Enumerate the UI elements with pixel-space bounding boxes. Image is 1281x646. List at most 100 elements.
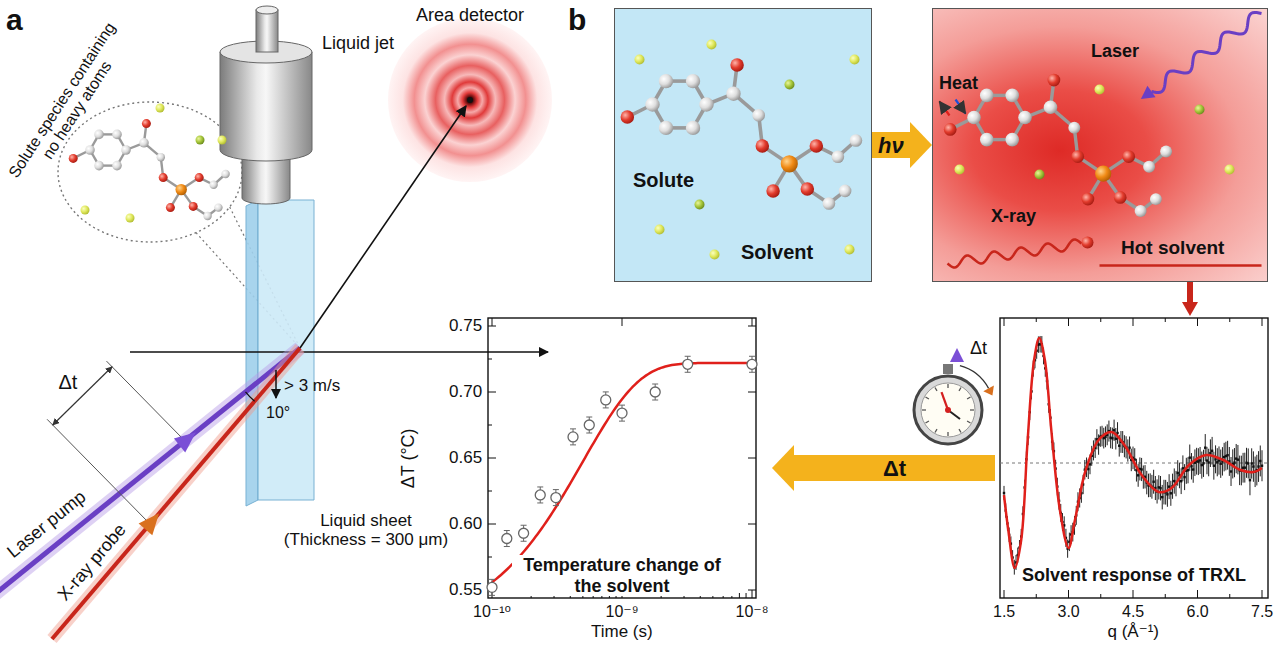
error-bar — [1224, 443, 1225, 472]
box-illustration-group — [940, 12, 1262, 267]
data-point — [1202, 462, 1204, 464]
solvent-ion — [710, 250, 720, 260]
tick-mark — [1100, 318, 1101, 322]
error-cap — [685, 372, 691, 373]
data-point — [487, 582, 497, 592]
error-bar — [1244, 453, 1245, 483]
box-label: Hot solvent — [1121, 237, 1224, 259]
error-bar — [1182, 455, 1183, 481]
error-cap — [619, 421, 625, 422]
edge-label: hν — [878, 133, 904, 158]
data-point — [551, 493, 561, 503]
tick-mark — [748, 524, 756, 525]
delay-label: Δt — [970, 338, 987, 359]
connector-head — [1182, 302, 1198, 316]
data-point — [1177, 472, 1179, 474]
error-cap — [489, 579, 495, 580]
connector-head — [910, 122, 932, 168]
solvent-ion — [955, 165, 965, 175]
tick-mark — [488, 392, 496, 393]
data-point — [1207, 461, 1209, 463]
solute-molecule — [621, 58, 863, 210]
atom — [944, 123, 957, 136]
stopwatch-tick — [959, 429, 961, 432]
plot-frame — [1000, 318, 1268, 598]
laser-wave — [1152, 12, 1262, 92]
error-cap — [537, 502, 543, 503]
tick-mark — [1100, 594, 1101, 598]
error-bar — [1191, 453, 1192, 479]
connector-arrow — [1182, 282, 1198, 316]
atom — [839, 185, 852, 198]
atom — [1005, 133, 1019, 147]
error-bar — [1158, 475, 1159, 499]
error-cap — [504, 546, 510, 547]
flow-arrow — [275, 370, 277, 398]
reference-axis — [130, 351, 548, 353]
error-bar — [1110, 427, 1111, 448]
solvent-ion — [218, 136, 227, 145]
error-bar — [1096, 429, 1097, 449]
stopwatch-tick — [925, 397, 928, 399]
tick-label: 10⁻⁸ — [736, 603, 769, 621]
atom — [699, 97, 713, 111]
error-bar — [1174, 468, 1175, 493]
data-point — [1118, 445, 1120, 447]
atom — [1122, 150, 1135, 163]
delay-guide — [106, 361, 185, 441]
stopwatch-tick — [922, 409, 926, 410]
stopwatch-tick — [947, 384, 948, 388]
scene-box: HeatLaserX-rayHot solvent — [932, 8, 1268, 282]
error-cap — [749, 372, 755, 373]
tick-mark — [1036, 318, 1037, 322]
error-bar — [1222, 447, 1223, 475]
data-point — [1173, 480, 1175, 482]
data-point — [1111, 437, 1113, 439]
connector-arrow — [772, 445, 995, 491]
atom — [139, 138, 149, 148]
data-point — [535, 490, 545, 500]
panel-letter: b — [568, 3, 586, 38]
data-point — [1089, 463, 1091, 465]
atom — [94, 130, 104, 140]
nozzle-cap-top — [256, 6, 278, 14]
atom — [209, 181, 217, 189]
error-cap — [619, 405, 625, 406]
connector-shaft — [872, 132, 910, 158]
box-label: Laser — [1091, 41, 1139, 62]
data-point — [584, 420, 594, 430]
data-point — [1180, 480, 1182, 482]
tick-label: 4.5 — [1122, 603, 1144, 621]
xray-glow — [52, 348, 300, 639]
error-bar — [1160, 476, 1161, 500]
stopwatch-tick — [970, 409, 974, 410]
error-cap — [553, 505, 559, 506]
atom — [781, 155, 798, 172]
data-point — [1233, 461, 1235, 463]
area-detector — [388, 18, 552, 182]
error-bar — [1117, 422, 1118, 444]
xray-dot — [1082, 237, 1094, 249]
tick-label: 3.0 — [1058, 603, 1080, 621]
plot-frame — [488, 318, 756, 598]
atom — [1082, 193, 1095, 206]
solvent-ion — [695, 200, 705, 210]
nozzle-cap — [256, 10, 278, 52]
error-bar — [1181, 468, 1182, 494]
error-cap — [603, 391, 609, 392]
atom — [645, 97, 659, 111]
error-bar — [1141, 458, 1142, 481]
atom — [1044, 101, 1058, 115]
atom — [1071, 150, 1084, 163]
atom — [85, 145, 95, 155]
tick-mark — [488, 458, 496, 459]
stopwatch-tick — [947, 432, 948, 436]
atom — [823, 197, 836, 210]
delay-arc — [960, 366, 989, 389]
stopwatch-face — [921, 383, 975, 437]
tick-label: 0.75 — [449, 316, 482, 336]
tick-mark — [1197, 590, 1198, 598]
data-point — [683, 359, 693, 369]
atom — [1018, 111, 1032, 125]
error-bar — [1188, 457, 1189, 483]
